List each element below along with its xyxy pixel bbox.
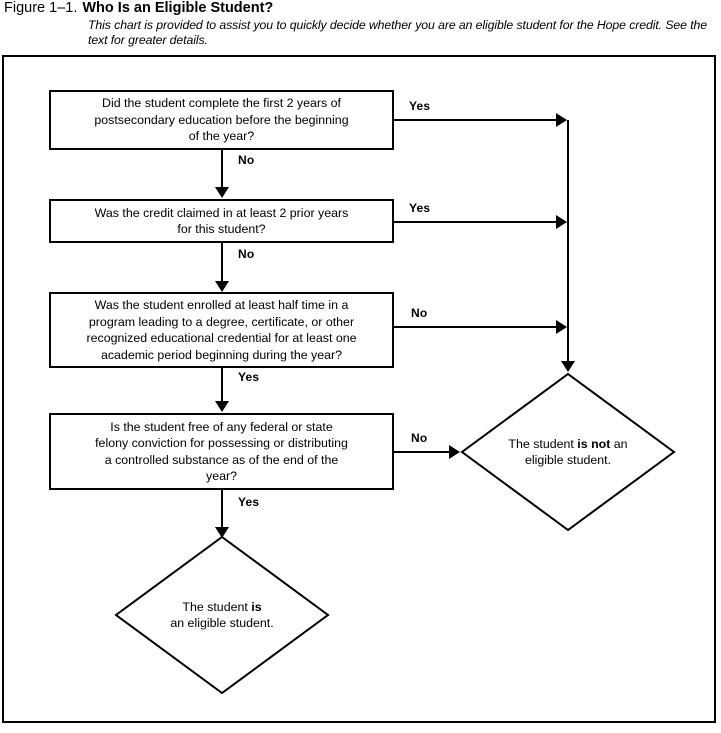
q4-line3: a controlled substance as of the end of … <box>104 452 339 467</box>
decision-box-q3-text: Was the student enrolled at least half t… <box>57 297 386 363</box>
edge-label-q2-no: No <box>238 247 255 261</box>
edge-q2-yes-arrow <box>556 215 567 229</box>
decision-box-q2-text: Was the credit claimed in at least 2 pri… <box>57 205 386 238</box>
edge-q4-no-line <box>394 451 452 453</box>
right-trunk-line <box>567 120 569 363</box>
outcome-diamond-eligible[interactable]: The student is an eligible student. <box>114 535 330 695</box>
edge-q2-yes-line <box>394 221 560 223</box>
decision-box-q3[interactable]: Was the student enrolled at least half t… <box>49 292 394 368</box>
edge-q1-yes-arrow <box>556 113 567 127</box>
decision-box-q4[interactable]: Is the student free of any federal or st… <box>49 413 394 490</box>
decision-box-q2[interactable]: Was the credit claimed in at least 2 pri… <box>49 199 394 243</box>
q4-line2: felony conviction for possessing or dist… <box>95 436 348 450</box>
q3-line2: program leading to a degree, certificate… <box>88 314 355 329</box>
edge-q1-yes-line <box>394 119 560 121</box>
edge-q3-yes-arrow <box>215 401 229 412</box>
q1-line3: of the year? <box>188 129 255 144</box>
edge-q4-no-arrow <box>449 445 460 459</box>
edge-label-q3-yes: Yes <box>238 370 260 384</box>
diamond-shape-eligible <box>114 535 330 695</box>
page-title: Who Is an Eligible Student? <box>82 0 274 16</box>
edge-label-q3-no: No <box>411 306 428 320</box>
edge-q2-no-arrow <box>215 281 229 292</box>
figure-caption: Figure 1–1.Who Is an Eligible Student? T… <box>0 0 721 55</box>
edge-q2-no-line <box>221 243 223 283</box>
edge-q1-no-arrow <box>215 187 229 198</box>
q4-line4: year? <box>206 469 237 483</box>
decision-box-q1-text: Did the student complete the first 2 yea… <box>57 95 386 145</box>
edge-label-q4-no: No <box>411 431 428 445</box>
q2-line1: Was the credit claimed in at least 2 pri… <box>94 205 349 220</box>
edge-q3-no-arrow <box>556 320 567 334</box>
q2-line2: for this student? <box>177 222 266 236</box>
q1-line1: Did the student complete the first 2 yea… <box>102 96 341 111</box>
edge-label-q4-yes: Yes <box>238 495 260 509</box>
edge-q4-yes-line <box>221 490 223 536</box>
diamond-shape-not-eligible <box>460 372 676 532</box>
q3-line4: academic period beginning during the yea… <box>100 347 343 362</box>
edge-q4-yes-arrow <box>215 527 229 538</box>
edge-q3-no-line <box>394 326 560 328</box>
decision-box-q1[interactable]: Did the student complete the first 2 yea… <box>49 90 394 150</box>
decision-box-q4-text: Is the student free of any federal or st… <box>57 419 386 485</box>
edge-label-q1-yes: Yes <box>409 99 431 113</box>
edge-label-q2-yes: Yes <box>409 201 431 215</box>
right-trunk-arrow-into-diamond <box>561 361 575 372</box>
q4-line1: Is the student free of any federal or st… <box>110 419 333 434</box>
outcome-diamond-not-eligible[interactable]: The student is not an eligible student. <box>460 372 676 532</box>
edge-q1-no-line <box>221 150 223 189</box>
q3-line1: Was the student enrolled at least half t… <box>94 298 349 312</box>
edge-label-q1-no: No <box>238 153 255 167</box>
figure-heading: Figure 1–1.Who Is an Eligible Student? <box>4 0 273 17</box>
figure-number: Figure 1–1. <box>4 0 78 16</box>
q1-line2: postsecondary education before the begin… <box>94 112 349 127</box>
figure-subtitle: This chart is provided to assist you to … <box>88 18 708 47</box>
edge-q3-yes-line <box>221 368 223 403</box>
q3-line3: recognized educational credential for at… <box>86 331 357 345</box>
